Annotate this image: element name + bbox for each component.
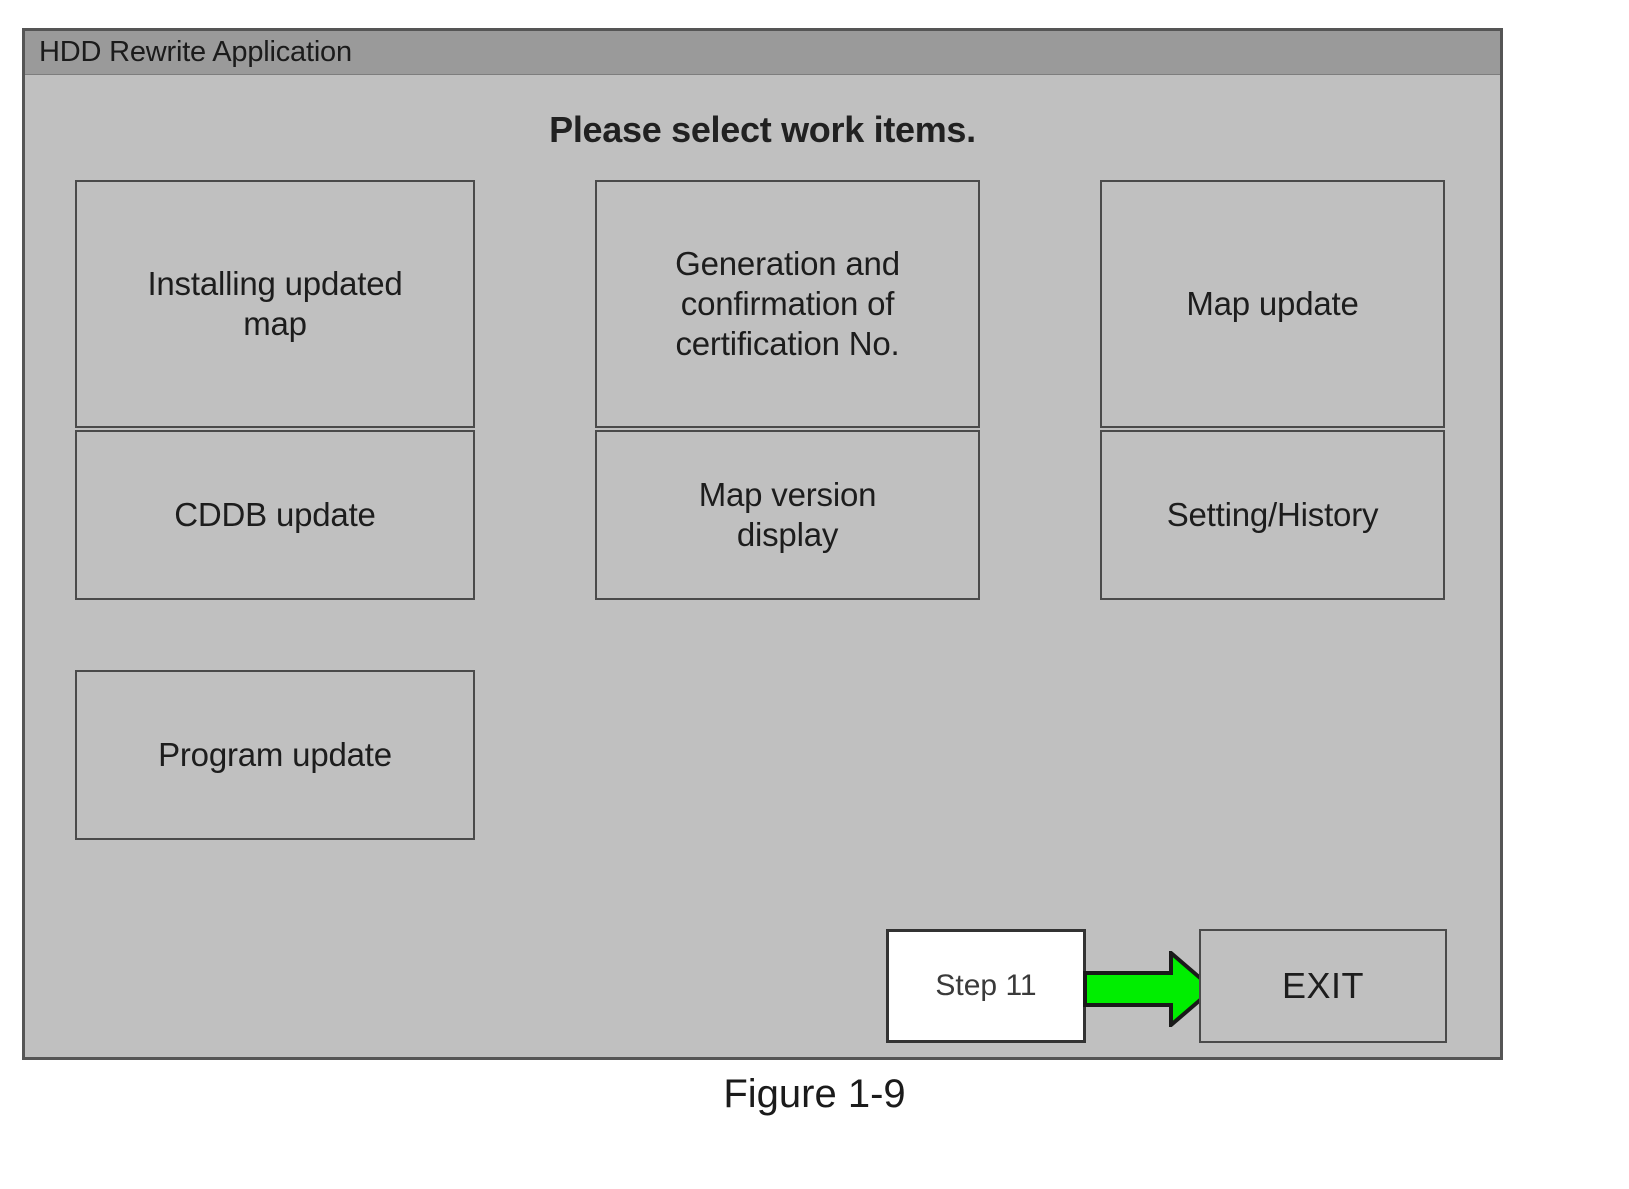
work-item-map-update[interactable]: Map update [1100,180,1445,428]
exit-button[interactable]: EXIT [1199,929,1447,1043]
work-item-label: Installing updated map [147,264,403,342]
grid-cell: Setting/History [1100,430,1445,600]
work-item-map-version-display[interactable]: Map version display [595,430,980,600]
work-item-grid: Installing updated map Generation and co… [75,180,1455,860]
page-title: Please select work items. [549,109,976,150]
grid-cell: Installing updated map [75,180,475,428]
work-item-row: Program update [75,670,1455,860]
grid-cell: Map version display [595,430,980,600]
work-item-label: CDDB update [174,495,376,533]
work-item-label: Program update [158,735,392,773]
exit-button-label: EXIT [1281,965,1364,1006]
work-item-generation-confirmation-certification-no[interactable]: Generation and confirmation of certifica… [595,180,980,428]
work-item-label: Setting/History [1166,495,1379,533]
work-item-setting-history[interactable]: Setting/History [1100,430,1445,600]
window-title: HDD Rewrite Application [39,36,352,68]
window-body: Please select work items. Installing upd… [25,75,1500,1057]
step-callout: Step 11 [886,929,1086,1043]
work-item-label: Generation and confirmation of certifica… [675,244,900,363]
grid-cell: Program update [75,670,475,840]
grid-cell: Map update [1100,180,1445,428]
work-item-label: Map version display [698,475,877,553]
application-window: HDD Rewrite Application Please select wo… [22,28,1503,1060]
work-item-row: CDDB update Map version display Setting/… [75,430,1455,670]
step-callout-label: Step 11 [935,969,1037,1002]
work-item-cddb-update[interactable]: CDDB update [75,430,475,600]
figure-caption: Figure 1-9 [723,1072,906,1116]
work-item-label: Map update [1186,284,1359,322]
title-bar: HDD Rewrite Application [25,31,1500,75]
work-item-program-update[interactable]: Program update [75,670,475,840]
grid-cell: CDDB update [75,430,475,600]
arrow-right-icon [1083,948,1217,1030]
grid-cell: Generation and confirmation of certifica… [595,180,980,428]
work-item-installing-updated-map[interactable]: Installing updated map [75,180,475,428]
work-item-row: Installing updated map Generation and co… [75,180,1455,430]
